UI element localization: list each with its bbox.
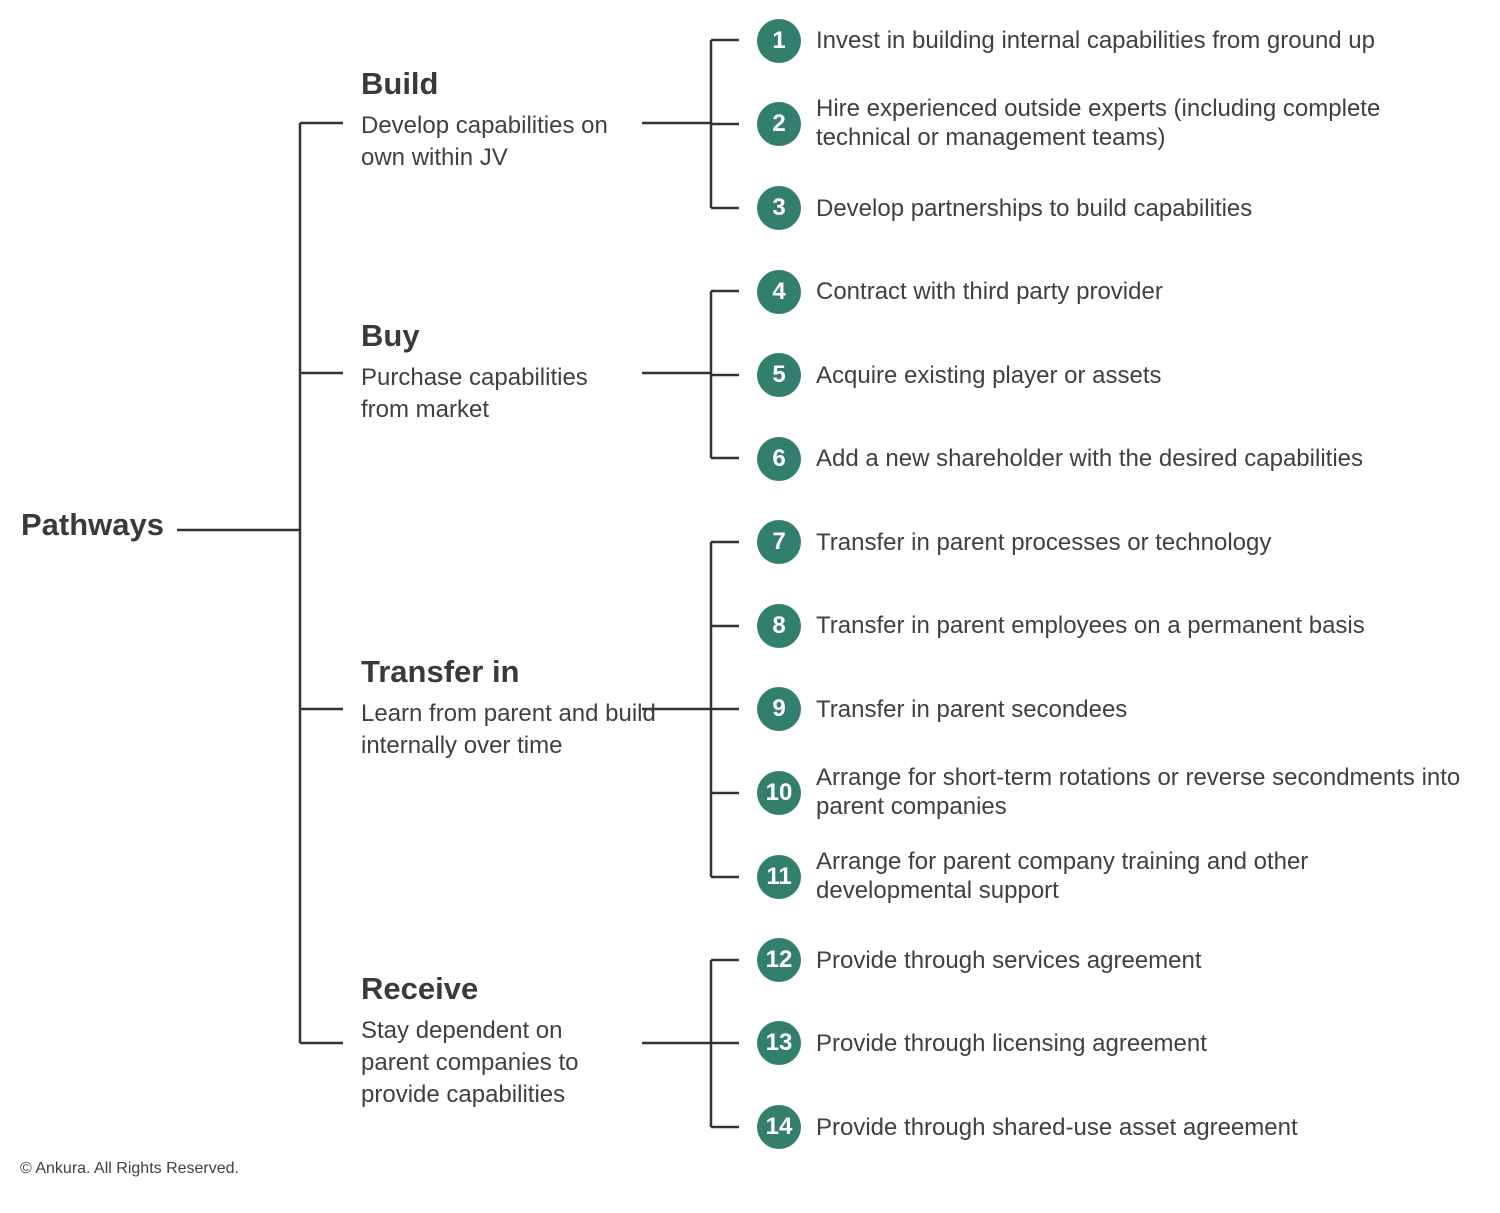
number-badge-1: 1 <box>757 19 801 63</box>
number-badge-8: 8 <box>757 604 801 648</box>
item-text-13: Provide through licensing agreement <box>816 1030 1207 1057</box>
item-text-11: Arrange for parent company training and … <box>816 848 1309 904</box>
category-receive: Receive Stay dependent on parent compani… <box>361 969 661 1111</box>
category-title: Receive <box>361 971 479 1006</box>
number-badge-7: 7 <box>757 520 801 564</box>
item-text-2: Hire experienced outside experts (includ… <box>816 95 1381 151</box>
category-description: Purchase capabilities from market <box>361 364 588 423</box>
item-text-14: Provide through shared-use asset agreeme… <box>816 1114 1298 1141</box>
number-badge-5: 5 <box>757 353 801 397</box>
number-badge-11: 11 <box>757 855 801 899</box>
copyright-footer: © Ankura. All Rights Reserved. <box>20 1160 239 1177</box>
category-buy: Buy Purchase capabilities from market <box>361 316 661 426</box>
category-title: Build <box>361 66 439 101</box>
item-text-4: Contract with third party provider <box>816 278 1163 305</box>
number-badge-12: 12 <box>757 938 801 982</box>
item-text-1: Invest in building internal capabilities… <box>816 27 1375 54</box>
item-text-12: Provide through services agreement <box>816 947 1202 974</box>
item-text-7: Transfer in parent processes or technolo… <box>816 529 1272 556</box>
number-badge-4: 4 <box>757 270 801 314</box>
number-badge-13: 13 <box>757 1021 801 1065</box>
category-description: Develop capabilities on own within JV <box>361 112 608 171</box>
item-text-5: Acquire existing player or assets <box>816 362 1162 389</box>
category-build: Build Develop capabilities on own within… <box>361 64 661 174</box>
number-badge-14: 14 <box>757 1105 801 1149</box>
category-transfer-in: Transfer in Learn from parent and build … <box>361 652 661 762</box>
number-badge-6: 6 <box>757 437 801 481</box>
root-label-pathways: Pathways <box>21 507 165 542</box>
category-description: Stay dependent on parent companies to pr… <box>361 1017 579 1108</box>
item-text-3: Develop partnerships to build capabiliti… <box>816 195 1253 222</box>
number-badge-2: 2 <box>757 102 801 146</box>
item-text-10: Arrange for short-term rotations or reve… <box>816 764 1461 820</box>
category-title: Buy <box>361 318 420 353</box>
item-text-6: Add a new shareholder with the desired c… <box>816 445 1363 472</box>
number-badge-9: 9 <box>757 687 801 731</box>
item-text-9: Transfer in parent secondees <box>816 696 1128 723</box>
category-description: Learn from parent and build internally o… <box>361 700 656 759</box>
item-text-8: Transfer in parent employees on a perman… <box>816 612 1365 639</box>
number-badge-10: 10 <box>757 771 801 815</box>
category-title: Transfer in <box>361 654 520 689</box>
number-badge-3: 3 <box>757 186 801 230</box>
